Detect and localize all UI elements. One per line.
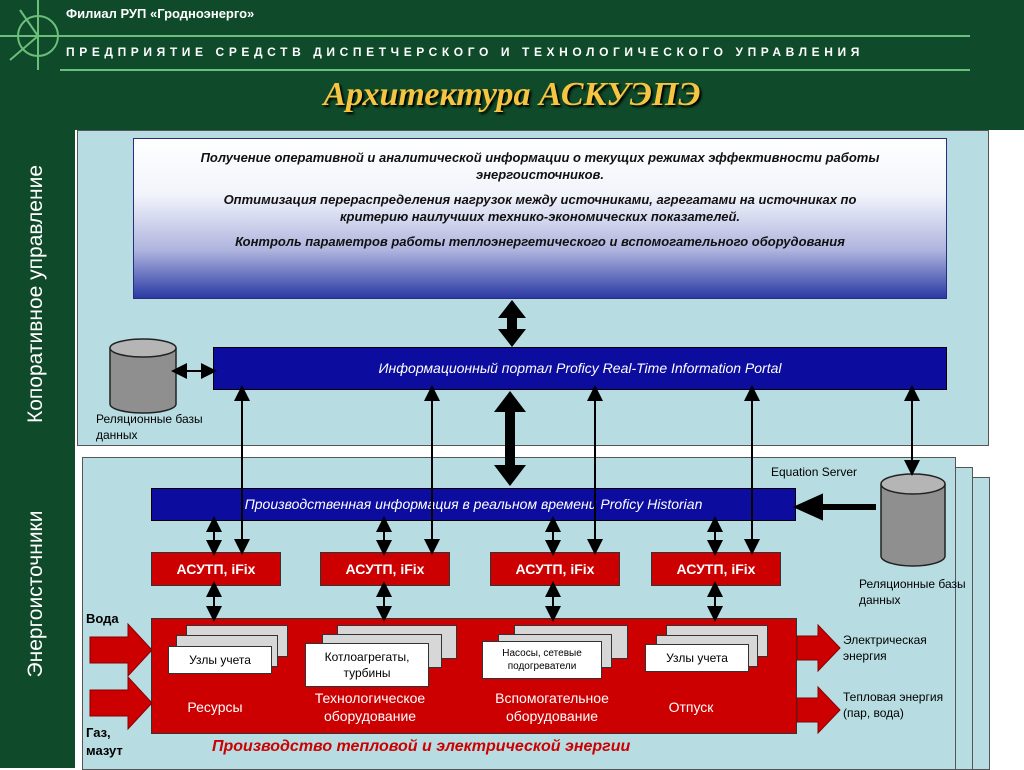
unit-box-2[interactable]: Котлоагрегаты, турбины [305, 643, 429, 687]
unit-box-3[interactable]: Насосы, сетевые подогреватели [482, 641, 602, 679]
sources-db-label: Реляционные базы данных [859, 577, 966, 607]
electric-output-label: Электрическая энергия [843, 633, 927, 663]
thermal-output-label: Тепловая энергия (пар, вода) [843, 690, 944, 720]
gas-label: Газ, мазут [86, 725, 123, 758]
equation-server-database-icon [880, 473, 946, 567]
group-label-aux-equipment: Вспомогательное оборудование [495, 690, 609, 724]
header-banner [0, 0, 1024, 130]
page-title: Архитектура АСКУЭПЭ [323, 76, 701, 113]
information-portal-label: Информационный портал Proficy Real-Time … [378, 360, 782, 376]
asutp-box-1[interactable]: АСУТП, iFix [151, 552, 281, 586]
unit-box-1[interactable]: Узлы учета [168, 646, 272, 674]
group-label-output: Отпуск [668, 699, 714, 715]
unit-box-4[interactable]: Узлы учета [645, 644, 749, 672]
group-label-tech-equipment: Технологическое оборудование [314, 690, 426, 724]
historian-label: Производственная информация в реальном в… [244, 496, 703, 512]
water-label: Вода [86, 611, 119, 626]
group-label-resources: Ресурсы [187, 699, 243, 715]
information-portal-bar[interactable]: Информационный портал Proficy Real-Time … [213, 347, 947, 390]
info-line-3: Контроль параметров работы теплоэнергети… [235, 234, 845, 249]
info-line-1: Получение оперативной и аналитической ин… [200, 150, 880, 182]
asutp-box-2[interactable]: АСУТП, iFix [320, 552, 450, 586]
equation-server-label: Equation Server [771, 465, 858, 479]
header-decoration [0, 0, 970, 71]
org-name: Филиал РУП «Гродноэнерго» [66, 6, 255, 21]
corporate-info-box: Получение оперативной и аналитической ин… [133, 138, 947, 299]
side-strip [0, 130, 75, 768]
production-caption: Производство тепловой и электрической эн… [212, 738, 631, 755]
enterprise-name: ПРЕДПРИЯТИЕ СРЕДСТВ ДИСПЕТЧЕРСКОГО И ТЕХ… [66, 45, 864, 59]
asutp-box-3[interactable]: АСУТП, iFix [490, 552, 620, 586]
historian-bar[interactable]: Производственная информация в реальном в… [151, 488, 796, 521]
asutp-box-4[interactable]: АСУТП, iFix [651, 552, 781, 586]
info-line-2: Оптимизация перераспределения нагрузок м… [223, 192, 857, 224]
corporate-db-label: Реляционные базы данных [96, 412, 203, 442]
corporate-database-icon [109, 338, 177, 414]
